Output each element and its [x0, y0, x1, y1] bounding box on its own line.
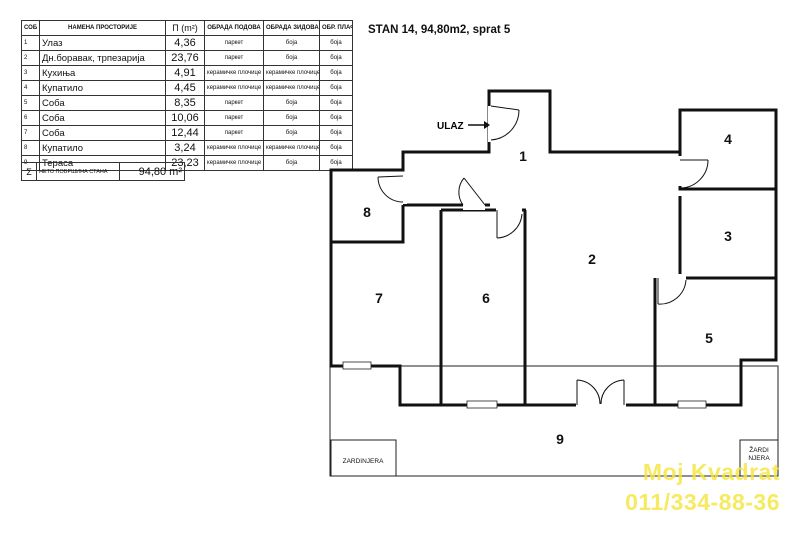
- table-header-row: СОБ НАМЕНА ПРОСТОРИЈЕ П (m²) ОБРАДА ПОДО…: [21, 20, 353, 36]
- entrance-label: ULAZ: [437, 121, 464, 132]
- plan-title: STAN 14, 94,80m2, sprat 5: [368, 24, 511, 36]
- entrance-arrow-icon: [468, 121, 490, 129]
- doors: [377, 105, 709, 410]
- total-area-table: Σ НЕТО ПОВРШИНА СТАНА 94,80 m²: [21, 162, 185, 181]
- room-schedule-table: СОБ НАМЕНА ПРОСТОРИЈЕ П (m²) ОБРАДА ПОДО…: [21, 20, 353, 171]
- room-number-9: 9: [556, 431, 564, 447]
- planter-right-label-1: ŽARDI: [749, 445, 769, 454]
- terrace-outline: [329, 365, 779, 477]
- room-number-2: 2: [588, 251, 596, 267]
- room-number-4: 4: [724, 131, 732, 147]
- room-number-7: 7: [375, 290, 383, 306]
- cell-area: 3,24: [165, 140, 205, 156]
- planter-right-label-2: NJERA: [748, 455, 770, 462]
- total-symbol: Σ: [21, 162, 37, 181]
- room-number-8: 8: [363, 204, 371, 220]
- cell-ceiling: боја: [319, 65, 353, 81]
- watermark-brand: Moj Kvadrat: [642, 459, 780, 485]
- room-number-6: 6: [482, 290, 490, 306]
- cell-area: 23,76: [165, 50, 205, 66]
- walls: [329, 89, 778, 407]
- planter-left-label: ZARDINJERA: [343, 458, 384, 465]
- room-number-1: 1: [519, 148, 527, 164]
- total-row: Σ НЕТО ПОВРШИНА СТАНА 94,80 m²: [21, 162, 185, 181]
- room-number-5: 5: [705, 330, 713, 346]
- cell-area: 12,44: [165, 125, 205, 141]
- cell-area: 4,45: [165, 80, 205, 96]
- cell-area: 8,35: [165, 95, 205, 111]
- watermark-phone: 011/334-88-36: [625, 489, 780, 515]
- room-number-3: 3: [724, 228, 732, 244]
- cell-ceiling: боја: [319, 110, 353, 126]
- windows: [342, 361, 707, 409]
- total-value: 94,80 m²: [119, 162, 185, 181]
